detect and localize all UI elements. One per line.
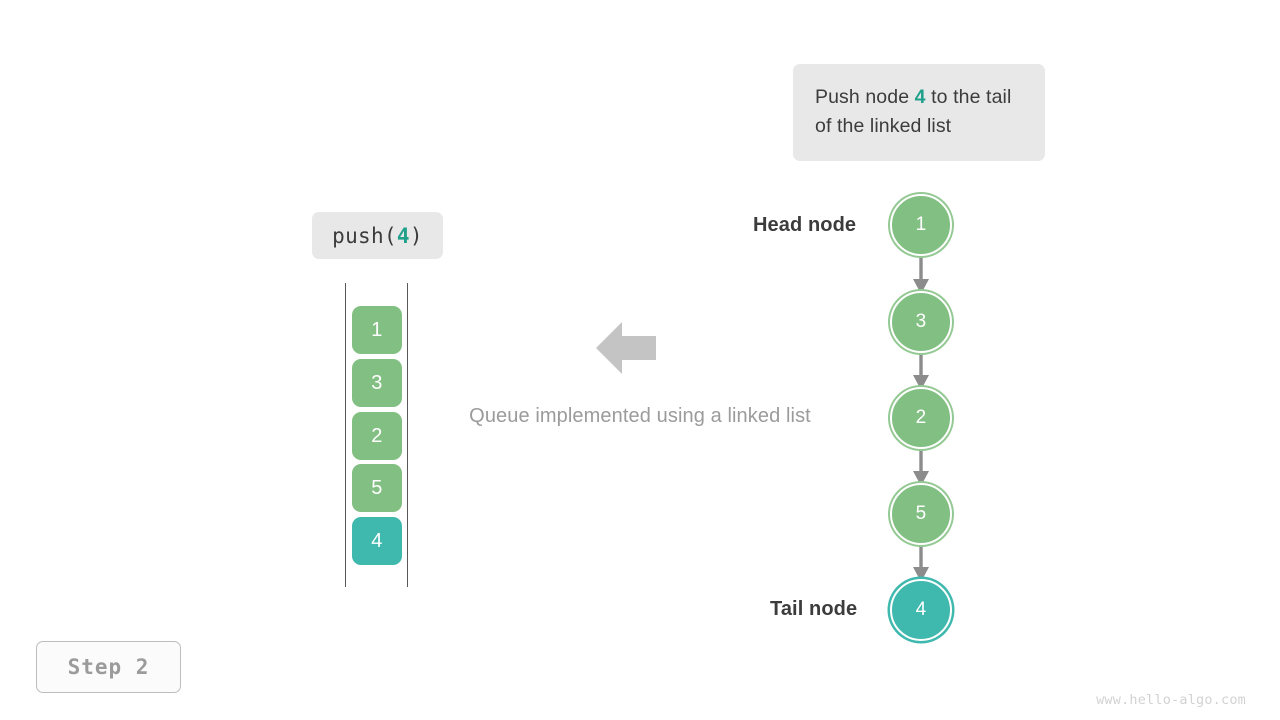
list-node-value: 1 <box>915 214 927 235</box>
stack-cell: 2 <box>352 412 402 460</box>
stack-cell-value: 1 <box>371 318 383 341</box>
stack-cell: 5 <box>352 464 402 512</box>
stack-cell-value: 2 <box>371 424 383 447</box>
operation-argument: 4 <box>396 223 410 248</box>
list-node-value: 4 <box>915 599 927 620</box>
link-arrow-5-4 <box>908 541 934 583</box>
queue-array-view: 1 3 2 5 4 <box>344 283 410 587</box>
tail-node-label: Tail node <box>770 598 858 620</box>
callout-bubble: Push node 4 to the tail of the linked li… <box>793 64 1045 161</box>
link-arrow-3-2 <box>908 349 934 391</box>
list-node: 2 <box>890 387 952 449</box>
stack-cell-value: 3 <box>371 371 383 394</box>
list-node: 1 <box>890 194 952 256</box>
watermark: www.hello-algo.com <box>1096 692 1246 708</box>
operation-close-paren: ) <box>409 223 423 248</box>
link-arrow-1-3 <box>908 253 934 295</box>
list-node: 3 <box>890 291 952 353</box>
left-arrow-icon <box>596 320 656 376</box>
operation-chip: push(4) <box>312 212 443 259</box>
callout-prefix: Push node <box>815 86 915 108</box>
operation-open-paren: ( <box>383 223 397 248</box>
list-node-value: 5 <box>915 503 927 524</box>
stack-rail-left <box>345 283 346 587</box>
stack-cell: 1 <box>352 306 402 354</box>
stack-cell: 3 <box>352 359 402 407</box>
list-node: 4 <box>890 579 952 641</box>
head-node-label: Head node <box>753 214 857 236</box>
stack-rail-right <box>407 283 408 587</box>
callout-suffix: to the tail of the linked list <box>815 86 1012 137</box>
diagram-caption: Queue implemented using a linked list <box>469 405 811 427</box>
step-badge: Step 2 <box>36 641 181 693</box>
operation-name: push <box>332 223 384 248</box>
stack-cell-value: 5 <box>371 476 383 499</box>
list-node: 5 <box>890 483 952 545</box>
list-node-value: 3 <box>915 311 927 332</box>
link-arrow-2-5 <box>908 445 934 487</box>
stack-cell-value: 4 <box>371 529 383 552</box>
stack-cell: 4 <box>352 517 402 565</box>
callout-highlight-value: 4 <box>914 86 926 108</box>
list-node-value: 2 <box>915 407 927 428</box>
